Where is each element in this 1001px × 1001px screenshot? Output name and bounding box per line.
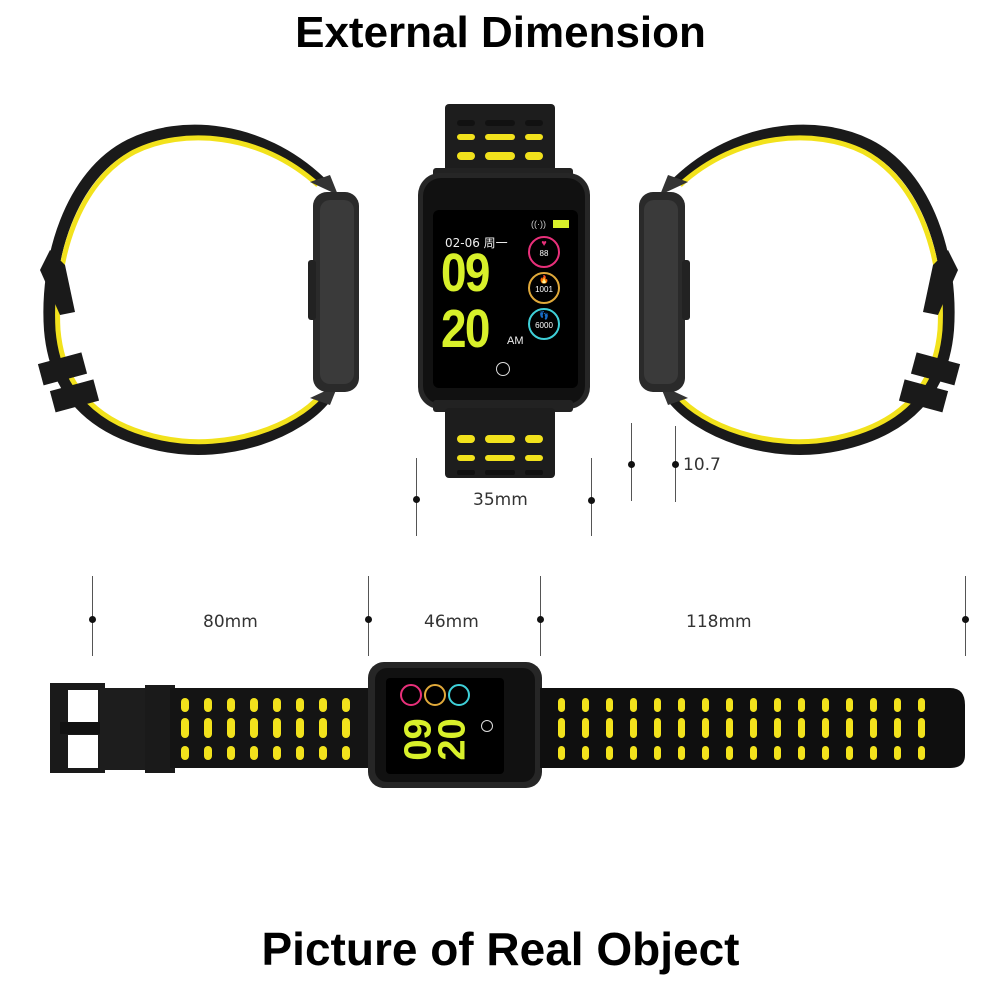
flat-calorie-ring: [424, 684, 446, 706]
flat-minute-digits: 20: [431, 718, 474, 761]
dim-dot: [365, 616, 372, 623]
steps-ring: 👣 6000: [528, 308, 560, 340]
dim-label-thickness: 10.7: [683, 455, 721, 475]
page-title: External Dimension: [295, 8, 706, 57]
dim-label-long-side: 118mm: [686, 612, 752, 632]
home-button-icon[interactable]: [496, 362, 510, 376]
section-title: Picture of Real Object: [261, 923, 740, 975]
dim-dot: [672, 461, 679, 468]
dim-label-buckle-side: 80mm: [203, 612, 258, 632]
hour-digits: 09: [441, 243, 490, 303]
dim-dot: [628, 461, 635, 468]
signal-icon: ((·)): [531, 219, 546, 229]
calorie-ring: 🔥 1001: [528, 272, 560, 304]
heart-ring: ♥ 88: [528, 236, 560, 268]
ampm-label: AM: [507, 335, 524, 347]
calories-value: 1001: [535, 285, 553, 294]
dim-label-body-length: 46mm: [424, 612, 479, 632]
footsteps-icon: 👣: [539, 311, 549, 320]
watch-screen: 02-06 周一 09 20 AM ((·)) ♥ 88 🔥 1001 👣 60…: [433, 210, 578, 388]
flat-home-button-icon: [481, 720, 493, 732]
dim-label-width: 35mm: [473, 490, 528, 510]
dim-dot: [413, 496, 420, 503]
watch-side-view-right: [639, 124, 961, 455]
heart-rate-value: 88: [539, 249, 549, 258]
minute-digits: 20: [441, 299, 490, 359]
watch-side-view-left: [37, 124, 359, 455]
flat-heart-ring: [400, 684, 422, 706]
dim-dot: [962, 616, 969, 623]
flat-watch-screen: 09 20: [386, 678, 504, 774]
heart-icon: ♥: [541, 238, 547, 248]
flat-steps-ring: [448, 684, 470, 706]
dim-dot: [588, 497, 595, 504]
date-label: 02-06 周一: [445, 236, 508, 250]
flame-icon: 🔥: [539, 275, 549, 284]
steps-value: 6000: [535, 321, 553, 330]
battery-icon: [553, 220, 569, 228]
dim-dot: [89, 616, 96, 623]
dim-dot: [537, 616, 544, 623]
